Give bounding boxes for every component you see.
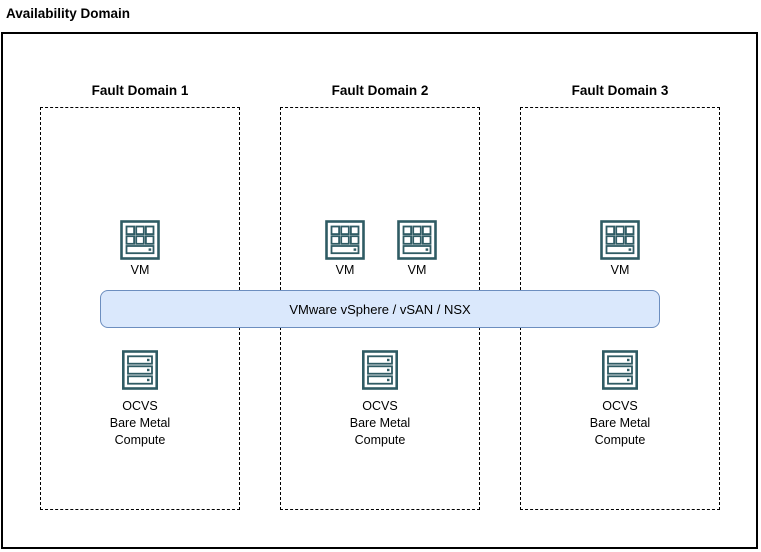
compute-label: OCVS Bare Metal Compute	[589, 399, 651, 447]
fault-domain-2: Fault Domain 2 VM VM OCVS Bare Metal Com…	[280, 0, 480, 552]
bare-metal-server-icon	[360, 350, 400, 390]
vm-label: VM	[407, 263, 427, 277]
fault-domain-1: Fault Domain 1 VM OCVS Bare Metal Comput…	[40, 0, 240, 552]
vm-icon	[600, 220, 640, 260]
vmware-vsphere-vsan-nsx-bar: VMware vSphere / vSAN / NSX	[100, 290, 660, 328]
vm-label: VM	[335, 263, 355, 277]
vm-icon	[397, 220, 437, 260]
fault-domain-1-label: Fault Domain 1	[91, 83, 189, 98]
compute-label: OCVS Bare Metal Compute	[109, 399, 171, 447]
fault-domain-3-label: Fault Domain 3	[571, 83, 669, 98]
fault-domain-2-label: Fault Domain 2	[331, 83, 429, 98]
compute-label: OCVS Bare Metal Compute	[349, 399, 411, 447]
diagram-title: Availability Domain	[6, 6, 131, 21]
vm-icon	[325, 220, 365, 260]
fault-domain-3: Fault Domain 3 VM OCVS Bare Metal Comput…	[520, 0, 720, 552]
vm-icon	[120, 220, 160, 260]
bare-metal-server-icon	[120, 350, 160, 390]
bare-metal-server-icon	[600, 350, 640, 390]
vm-label: VM	[130, 263, 150, 277]
vm-label: VM	[610, 263, 630, 277]
